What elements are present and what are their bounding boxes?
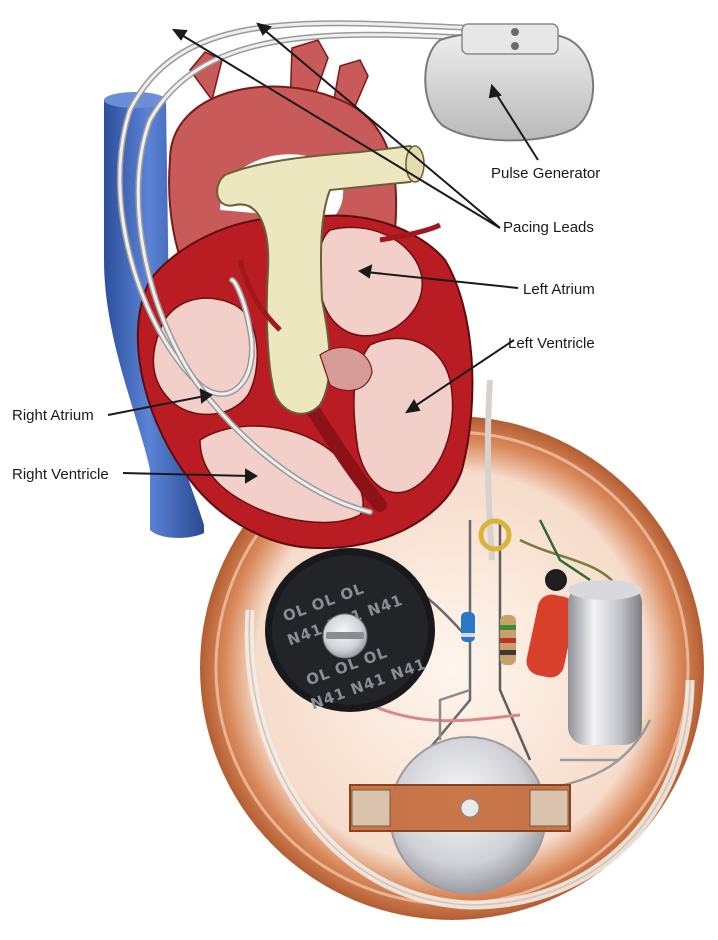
inductor-coil: OL OL OL N41 N41 N41 OL OL OL N41 N41 N4… [265,548,435,713]
pulse-generator-device [425,24,593,140]
label-left-ventricle: Left Ventricle [508,335,595,352]
generator-header [462,24,558,54]
label-pulse-generator: Pulse Generator [491,165,600,182]
diode-blue [461,612,475,642]
label-right-ventricle: Right Ventricle [12,466,109,483]
capacitor-can [568,580,642,745]
label-left-atrium: Left Atrium [523,281,595,298]
resistor [500,615,516,665]
label-pacing-leads: Pacing Leads [503,219,594,236]
label-right-atrium: Right Atrium [12,407,94,424]
